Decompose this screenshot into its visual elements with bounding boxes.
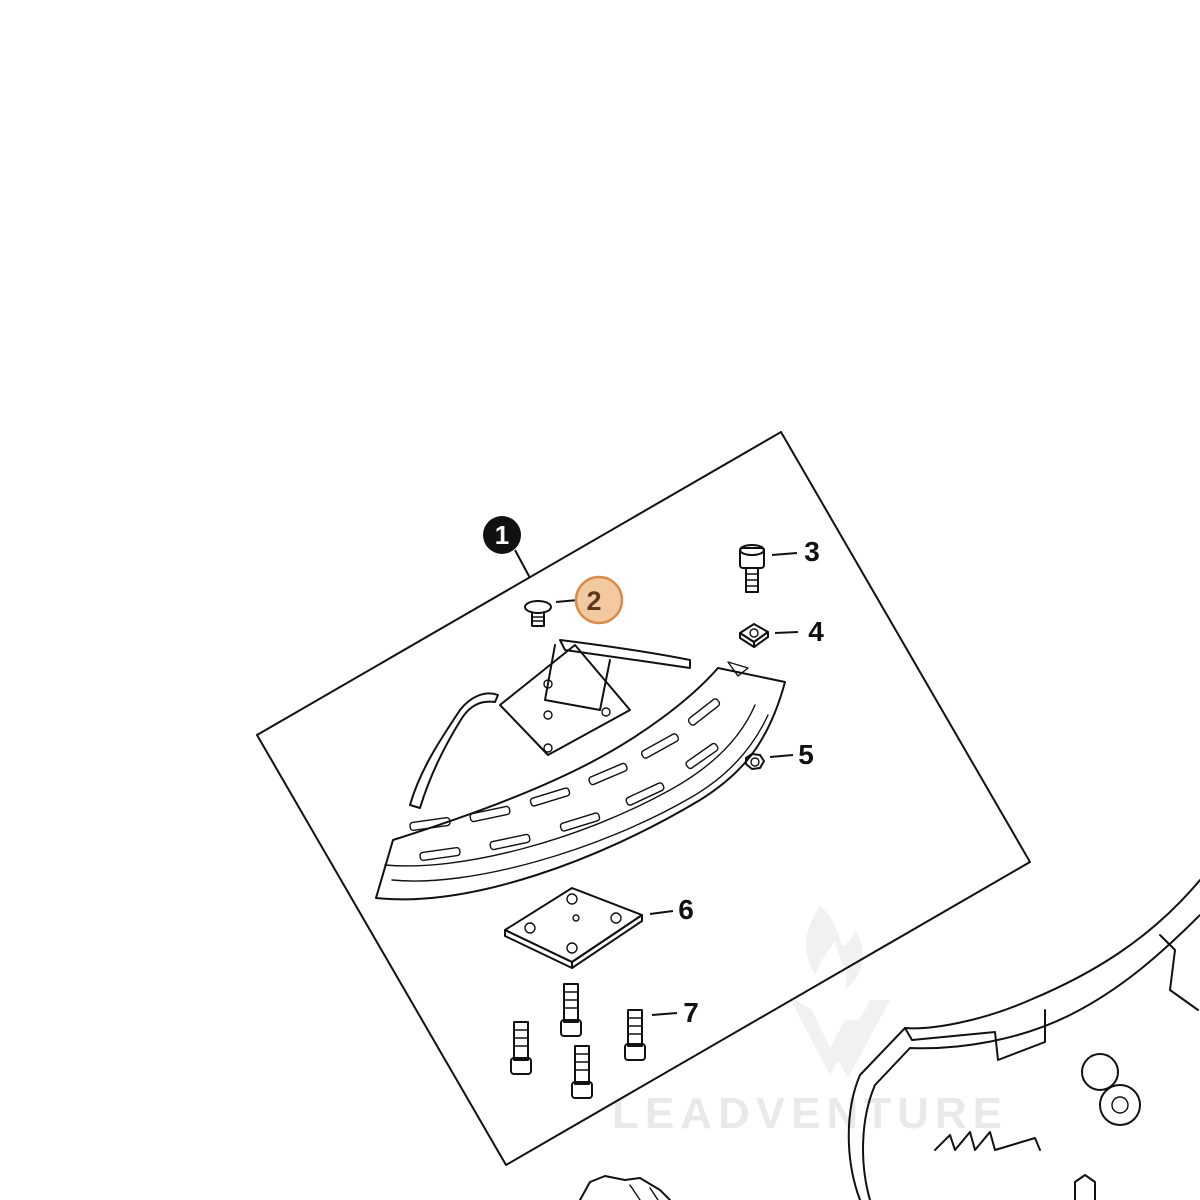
callout-6[interactable]: 6 [678,894,694,925]
leader-line-7 [651,1012,678,1016]
long-screw [510,1021,532,1075]
leader-line-4 [774,631,799,634]
callout-1-label: 1 [495,520,509,550]
callout-7[interactable]: 7 [683,997,699,1028]
leader-line-2 [555,599,579,603]
callout-1-badge [483,516,521,554]
watermark-text: LEADVENTURE [612,1089,1008,1138]
leader-line-1 [514,549,531,579]
callout-4[interactable]: 4 [808,616,824,647]
hex-nut [745,753,765,770]
leader-line-5 [769,754,794,758]
callout-3[interactable]: 3 [804,536,820,567]
deflector-guard [375,639,786,901]
screw-set [510,983,646,1099]
long-screw [571,1045,593,1099]
leader-line-6 [649,910,674,915]
leader-line-3 [771,552,798,556]
watermark-logo [788,905,890,1078]
square-nut [739,623,769,648]
callout-2-badge [574,575,624,625]
adjacent-housing [579,879,1200,1200]
long-screw [624,1009,646,1061]
callout-1[interactable]: 1 [483,516,521,554]
callout-5[interactable]: 5 [798,739,814,770]
kit-frame [256,431,1031,1166]
mounting-plate [504,887,643,969]
screw-small [524,600,552,627]
cap-screw [739,544,765,593]
long-screw [560,983,582,1037]
callout-2[interactable]: 2 [574,575,624,625]
callout-2-label: 2 [586,586,601,616]
